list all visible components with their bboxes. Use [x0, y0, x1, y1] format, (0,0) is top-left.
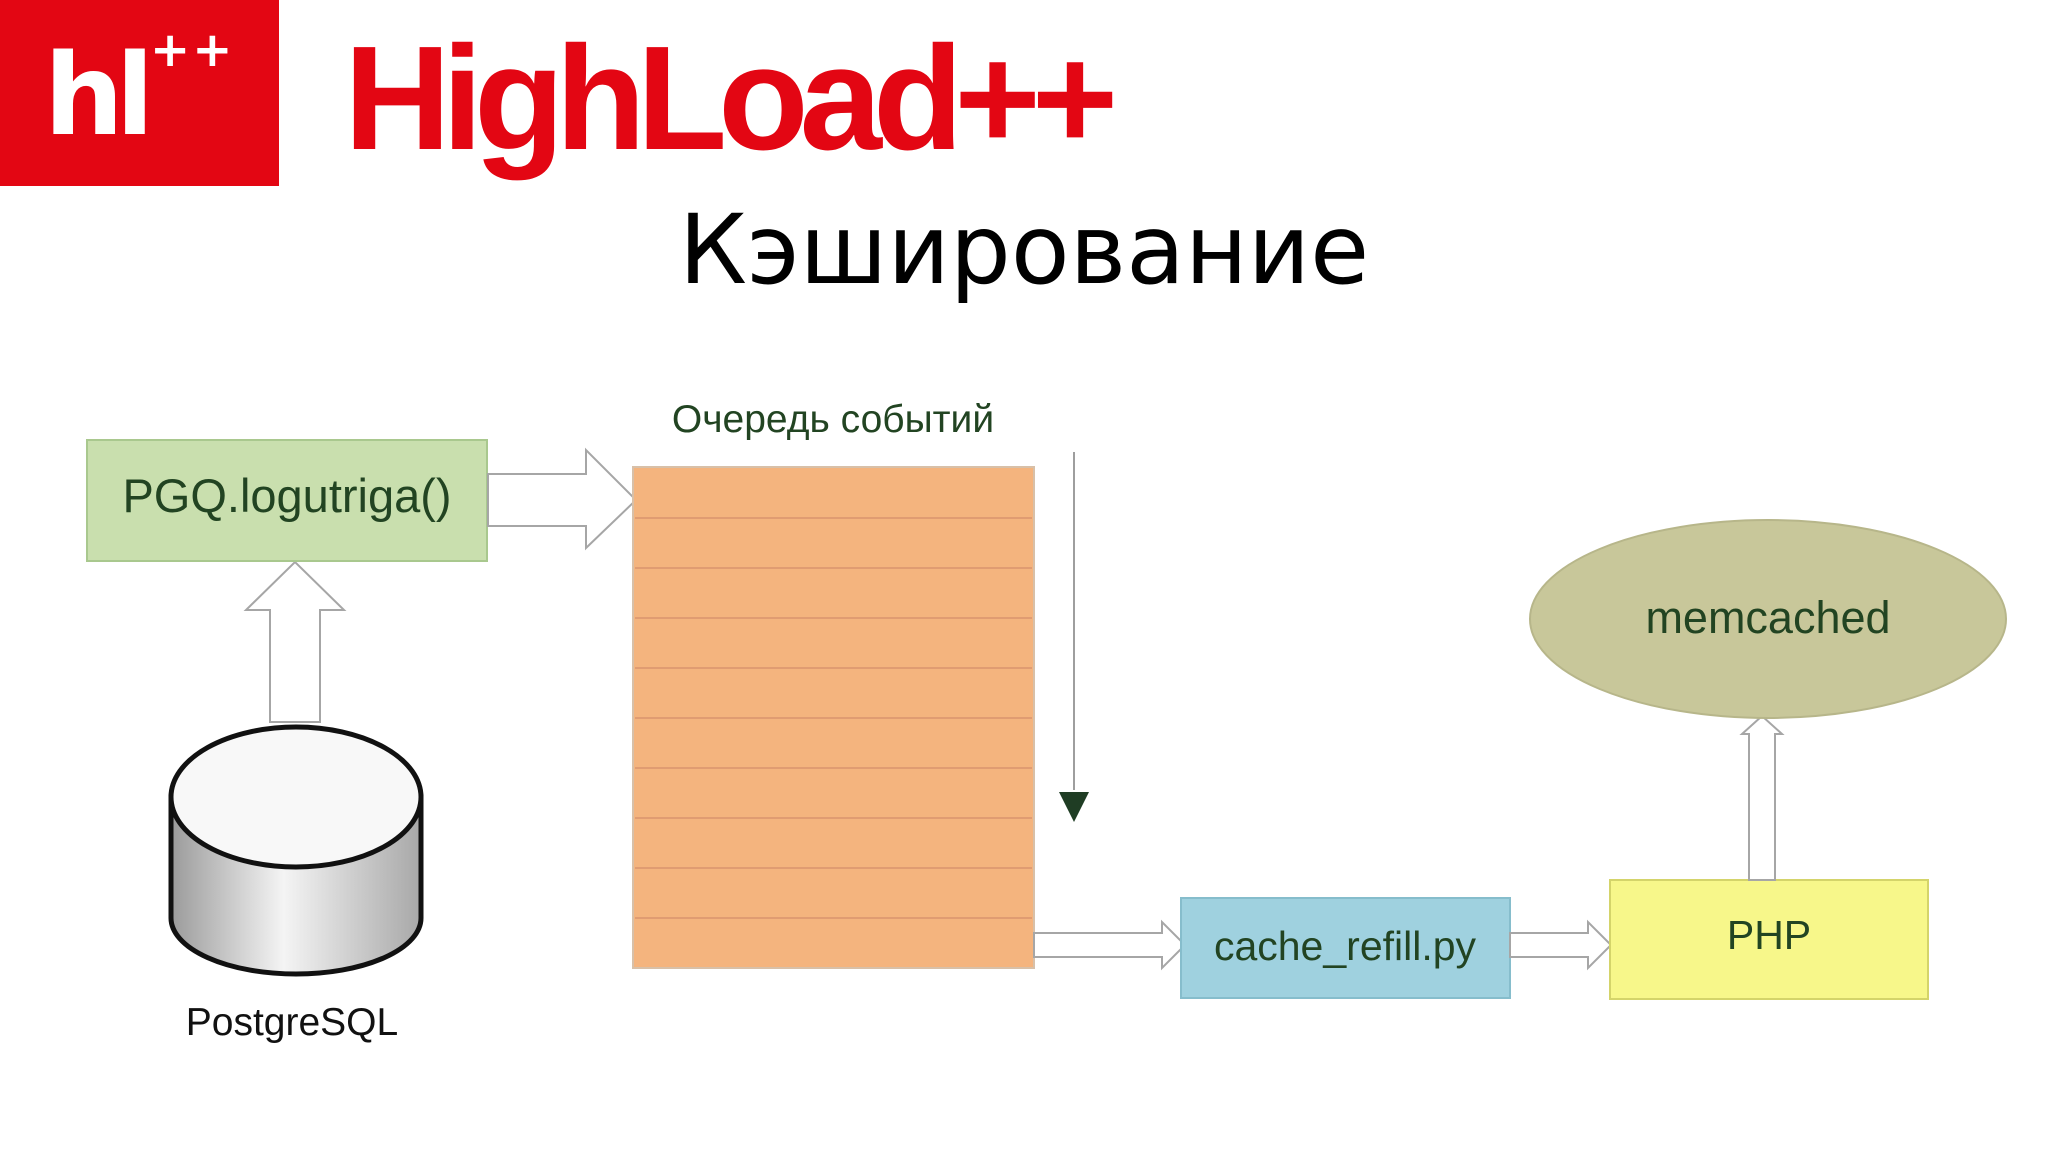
page-title: Кэширование	[678, 194, 1370, 306]
refill-label: cache_refill.py	[1214, 923, 1477, 969]
memcached-node: memcached	[1529, 519, 2007, 719]
queue-row-lines	[635, 517, 1032, 919]
upward-arrow	[243, 560, 347, 723]
refill-arrow-icon	[1033, 919, 1187, 971]
queue-pointer-down-arrow-icon	[1059, 452, 1089, 822]
memcached-label: memcached	[1645, 592, 1890, 643]
trigger-label: PGQ.logutriga()	[122, 469, 451, 522]
php-node: PHP	[1609, 879, 1929, 1000]
logo-superscript: ++	[150, 22, 235, 78]
php-arrow-icon	[1509, 919, 1613, 971]
trigger-node: PGQ.logutriga()	[86, 439, 488, 562]
hl-logo: hl ++	[0, 0, 279, 186]
logo-text: hl	[44, 31, 154, 161]
database-cylinder-icon	[168, 724, 424, 977]
brand-title: HighLoad++	[344, 16, 1118, 181]
database-label: PostgreSQL	[186, 1001, 398, 1044]
refill-node: cache_refill.py	[1180, 897, 1511, 999]
queue-label: Очередь событий	[672, 398, 994, 441]
php-label: PHP	[1727, 912, 1811, 958]
memcached-arrow-icon	[1739, 714, 1785, 881]
queue-arrow-icon	[487, 447, 638, 551]
event-queue: Очередь событий	[632, 398, 1035, 969]
